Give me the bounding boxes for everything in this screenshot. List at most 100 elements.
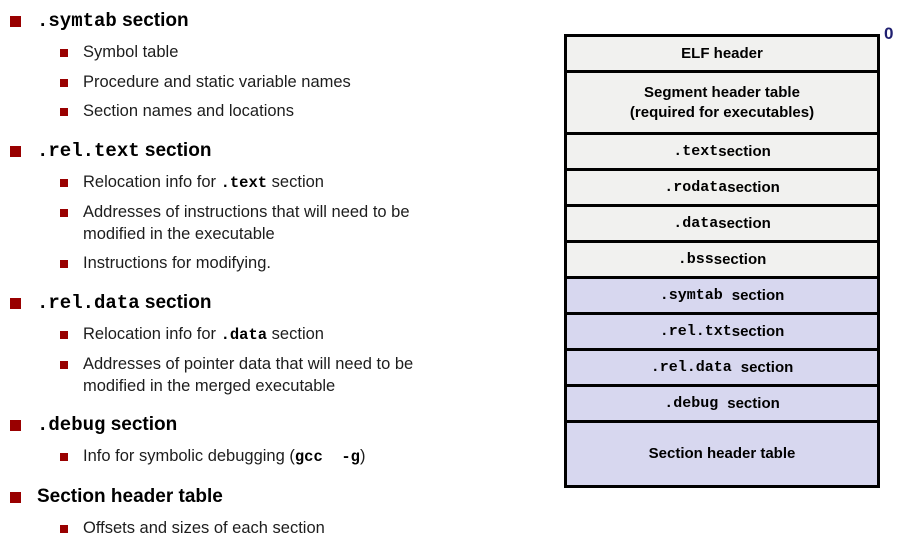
outline-item-label: .rel.data section [37, 290, 211, 316]
outline-sub-item-label: Info for symbolic debugging (gcc -g) [83, 446, 366, 469]
outline-item-label: .symtab section [37, 8, 189, 34]
bullet-square-icon [60, 49, 68, 57]
diagram-row-rel-data-section: .rel.data section [567, 351, 877, 387]
text-segment: Instructions for modifying. [83, 254, 271, 272]
text-segment: Offsets and sizes of each section [83, 518, 325, 537]
mono-text-segment: .bss [677, 250, 714, 268]
outline-item: .symtab section [8, 8, 504, 34]
text-segment: section [740, 358, 794, 376]
text-segment: section [105, 414, 178, 435]
bullet-square-icon [60, 330, 68, 339]
outline-sub-item-label: Addresses of instructions that will need… [83, 202, 410, 245]
text-segment: section [718, 142, 771, 160]
outline-sub-item-label: Relocation info for .text section [83, 172, 324, 195]
bullet-square-icon [60, 361, 68, 369]
text-segment: section [139, 139, 212, 161]
bullet-square-icon [60, 524, 68, 533]
mono-text-segment: .data [220, 325, 268, 344]
outline-sub-item: Info for symbolic debugging (gcc -g) [60, 446, 504, 469]
mono-text-segment: .rel.data [37, 291, 140, 314]
mono-text-segment: .text [673, 142, 719, 160]
mono-text-segment: .symtab [37, 10, 117, 32]
text-segment: section [727, 394, 780, 412]
outline-item-label: Section header table [37, 484, 223, 510]
mono-text-segment: .rodata [664, 178, 728, 196]
outline-sub-item-label: Offsets and sizes of each section [83, 518, 325, 540]
bullet-square-icon [10, 145, 21, 157]
mono-text-segment: .rel.txt [659, 322, 732, 340]
bullet-square-icon [60, 260, 68, 268]
text-segment: section [139, 291, 212, 313]
bullet-square-icon [60, 209, 68, 217]
diagram-row-segment-header-table: Segment header table (required for execu… [567, 73, 877, 135]
diagram-row-symtab-section: .symtab section [567, 279, 877, 315]
outline-sub-item-label: Symbol table [83, 42, 178, 64]
outline-item: .rel.text section [8, 138, 504, 164]
outline-sub-item: Relocation info for .data section [60, 324, 504, 347]
text-segment: Section names and locations [83, 102, 294, 120]
text-segment: Symbol table [83, 43, 179, 61]
text-segment: Addresses of instructions that will need… [83, 203, 410, 243]
mono-text-segment: .data [673, 214, 719, 232]
bullet-square-icon [10, 491, 21, 503]
text-segment: section [713, 250, 767, 268]
bullet-square-icon [60, 178, 68, 187]
outline-sub-item-label: Relocation info for .data section [83, 324, 324, 347]
mono-text-segment: .text [220, 173, 268, 192]
text-segment: Segment header table (required for execu… [629, 83, 815, 121]
outline-item: .rel.data section [8, 290, 504, 316]
text-segment: ELF header [681, 44, 763, 62]
mono-text-segment: .debug [37, 414, 106, 436]
outline-sub-item: Instructions for modifying. [60, 253, 504, 275]
outline-sub-item: Section names and locations [60, 101, 504, 123]
text-segment: Section header table [648, 445, 796, 462]
text-segment: section [727, 178, 780, 196]
text-segment: section [116, 10, 189, 31]
text-segment: section [731, 322, 785, 340]
text-segment: section [731, 286, 785, 304]
outline-sub-item: Offsets and sizes of each section [60, 518, 504, 540]
diagram-row-rodata-section: .rodata section [567, 171, 877, 207]
mono-text-segment: .debug [664, 394, 728, 412]
text-segment: ) [360, 447, 366, 465]
text-segment: Section header table [37, 485, 223, 507]
mono-text-segment: .rel.data [650, 358, 741, 376]
outline-item: Section header table [8, 484, 504, 510]
bullet-square-icon [60, 453, 68, 461]
text-segment: Procedure and static variable names [83, 72, 351, 91]
diagram-row-data-section: .data section [567, 207, 877, 243]
outline-sub-item-label: Section names and locations [83, 101, 294, 123]
bullet-square-icon [10, 297, 21, 309]
bullet-square-icon [10, 16, 21, 27]
outline-sub-item: Addresses of pointer data that will need… [60, 354, 504, 397]
outline-item-label: .rel.text section [37, 138, 211, 164]
diagram-row-rel-txt-section: .rel.txt section [567, 315, 877, 351]
mono-text-segment: gcc -g [294, 448, 360, 466]
text-segment: Info for symbolic debugging ( [83, 447, 295, 465]
text-segment: Relocation info for [83, 172, 221, 191]
diagram-row-debug-section: .debug section [567, 387, 877, 423]
outline-sub-item-label: Instructions for modifying. [83, 253, 271, 275]
text-segment: Relocation info for [83, 324, 221, 343]
diagram-row-text-section: .text section [567, 135, 877, 171]
text-segment: section [267, 172, 324, 191]
outline-sub-item: Procedure and static variable names [60, 72, 504, 94]
bullet-square-icon [60, 78, 68, 87]
bullet-square-icon [60, 108, 68, 116]
mono-text-segment: .symtab [659, 286, 732, 304]
outline-item: .debug section [8, 412, 504, 438]
outline-sub-item-label: Procedure and static variable names [83, 72, 351, 94]
outline-sub-item: Relocation info for .text section [60, 172, 504, 195]
outline-item-label: .debug section [37, 412, 177, 438]
mono-text-segment: .rel.text [37, 139, 140, 162]
bullet-square-icon [10, 420, 21, 431]
text-segment: Addresses of pointer data that will need… [83, 355, 414, 395]
text-segment: section [267, 324, 324, 343]
outline-sub-item: Symbol table [60, 42, 504, 64]
outline-sub-item: Addresses of instructions that will need… [60, 202, 504, 245]
offset-zero-label: 0 [884, 24, 894, 43]
text-segment: section [718, 214, 771, 232]
diagram-row-elf-header: ELF header [567, 37, 877, 73]
